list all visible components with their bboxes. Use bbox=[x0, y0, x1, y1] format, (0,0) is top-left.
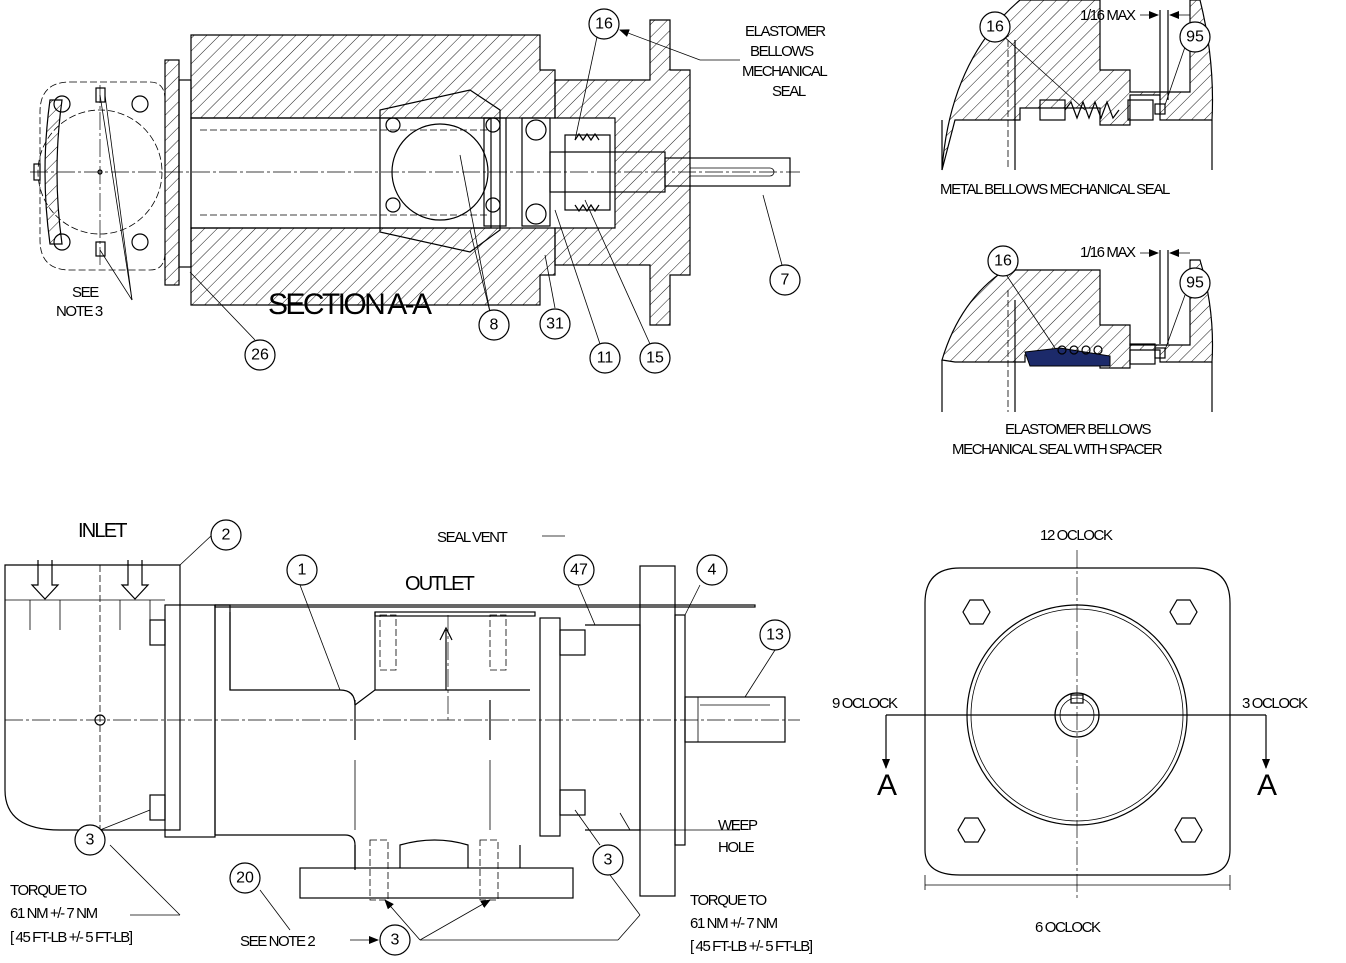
elastomer-spacer-title-1: ELASTOMER BELLOWS bbox=[1005, 421, 1152, 438]
svg-text:15: 15 bbox=[646, 350, 664, 367]
balloon-20: 20 bbox=[229, 862, 261, 894]
svg-text:2: 2 bbox=[222, 527, 231, 544]
svg-text:16: 16 bbox=[595, 16, 613, 33]
balloon-7: 7 bbox=[769, 264, 801, 296]
section-mark-left: A bbox=[877, 769, 897, 802]
balloon-16-section: 16 bbox=[588, 8, 620, 40]
balloon-95-elastomer: 95 bbox=[1179, 267, 1211, 299]
svg-text:95: 95 bbox=[1186, 275, 1204, 292]
svg-text:31: 31 bbox=[546, 316, 564, 333]
end-view: 12 OCLOCK 9 OCLOCK 3 OCLOCK 6 OCLOCK A A bbox=[832, 527, 1309, 936]
balloon-15: 15 bbox=[639, 342, 671, 374]
callout-inlet: INLET bbox=[78, 520, 127, 542]
svg-text:8: 8 bbox=[490, 317, 499, 334]
metal-seal-title: METAL BELLOWS MECHANICAL SEAL bbox=[940, 181, 1170, 198]
clock-6: 6 OCLOCK bbox=[1035, 919, 1101, 936]
svg-text:4: 4 bbox=[708, 562, 717, 579]
svg-text:16: 16 bbox=[986, 19, 1004, 36]
svg-text:3: 3 bbox=[604, 852, 613, 869]
svg-text:3: 3 bbox=[86, 832, 95, 849]
balloon-16-elastomer: 16 bbox=[987, 245, 1019, 277]
callout-max-gap-elastomer: 1/16 MAX bbox=[1080, 244, 1136, 261]
torque-left-2: 61 NM +/- 7 NM bbox=[10, 905, 98, 922]
svg-text:7: 7 bbox=[781, 272, 790, 289]
balloon-4: 4 bbox=[696, 554, 728, 586]
elastomer-spacer-title-2: MECHANICAL SEAL WITH SPACER bbox=[952, 441, 1163, 458]
svg-text:3: 3 bbox=[391, 932, 400, 949]
balloon-3-bottom: 3 bbox=[379, 924, 411, 956]
balloon-95-metal: 95 bbox=[1179, 21, 1211, 53]
balloon-16-metal: 16 bbox=[979, 11, 1011, 43]
side-elevation-view: INLET OUTLET SEAL VENT WEEP HOLE TORQUE … bbox=[4, 519, 814, 956]
torque-left-3: [ 45 FT-LB +/- 5 FT-LB] bbox=[10, 929, 133, 946]
section-title: SECTION A-A bbox=[268, 288, 432, 321]
svg-text:16: 16 bbox=[994, 253, 1012, 270]
balloon-13: 13 bbox=[759, 619, 791, 651]
svg-text:95: 95 bbox=[1186, 29, 1204, 46]
balloon-2: 2 bbox=[210, 519, 242, 551]
section-mark-right: A bbox=[1257, 769, 1277, 802]
balloon-11: 11 bbox=[589, 342, 621, 374]
torque-right-3: [ 45 FT-LB +/- 5 FT-LB] bbox=[690, 938, 813, 955]
callout-outlet: OUTLET bbox=[405, 573, 475, 595]
balloon-3-right: 3 bbox=[592, 844, 624, 876]
callout-see-note-3-a: SEE bbox=[72, 284, 99, 301]
svg-text:13: 13 bbox=[766, 627, 784, 644]
metal-bellows-detail: 1/16 MAX METAL BELLOWS MECHANICAL SEAL 1… bbox=[940, 0, 1214, 198]
callout-elastomer-1: ELASTOMER bbox=[745, 23, 826, 40]
torque-right-2: 61 NM +/- 7 NM bbox=[690, 915, 778, 932]
torque-right-1: TORQUE TO bbox=[690, 892, 766, 909]
clock-9: 9 OCLOCK bbox=[832, 695, 898, 712]
callout-elastomer-2: BELLOWS bbox=[750, 43, 814, 60]
clock-3: 3 OCLOCK bbox=[1242, 695, 1308, 712]
callout-see-note-2: SEE NOTE 2 bbox=[240, 933, 315, 950]
mount-holes bbox=[957, 599, 1203, 843]
callout-weep-2: HOLE bbox=[718, 839, 755, 856]
balloon-47: 47 bbox=[563, 554, 595, 586]
callout-see-note-3-b: NOTE 3 bbox=[56, 303, 103, 320]
svg-text:1: 1 bbox=[298, 562, 307, 579]
balloon-3-left: 3 bbox=[74, 824, 106, 856]
svg-text:47: 47 bbox=[570, 562, 588, 579]
section-a-a-view: SECTION A-A ELASTOMER BELLOWS MECHANICAL… bbox=[30, 8, 829, 374]
callout-seal-vent: SEAL VENT bbox=[437, 529, 508, 546]
balloon-31: 31 bbox=[539, 308, 571, 340]
balloon-1: 1 bbox=[286, 554, 318, 586]
elastomer-spacer-detail: 1/16 MAX ELASTOMER BELLOWS MECHANICAL SE… bbox=[941, 244, 1214, 458]
callout-elastomer-3: MECHANICAL bbox=[742, 63, 827, 80]
clock-12: 12 OCLOCK bbox=[1040, 527, 1113, 544]
torque-left-1: TORQUE TO bbox=[10, 882, 86, 899]
callout-max-gap-metal: 1/16 MAX bbox=[1080, 7, 1136, 24]
svg-text:26: 26 bbox=[251, 347, 269, 364]
svg-text:20: 20 bbox=[236, 870, 254, 887]
callout-weep-1: WEEP bbox=[718, 817, 758, 834]
balloon-8: 8 bbox=[478, 309, 510, 341]
svg-text:11: 11 bbox=[597, 350, 614, 367]
balloon-26: 26 bbox=[244, 339, 276, 371]
callout-elastomer-4: SEAL bbox=[772, 83, 806, 100]
